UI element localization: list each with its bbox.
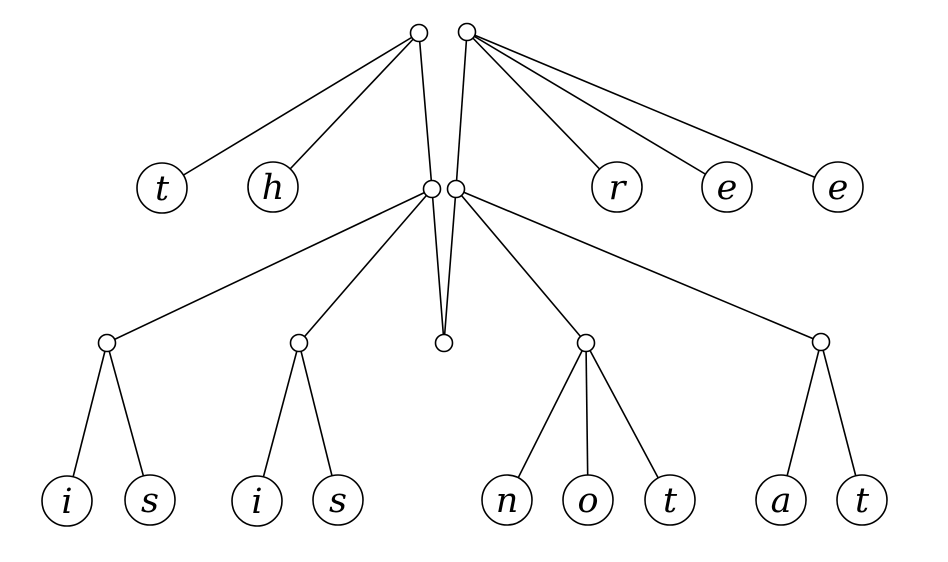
node-mid-left [422,179,442,199]
node-label-leaf-t-1: t [155,169,170,209]
node-label-leaf-t-3: t [855,481,870,521]
node-sub-1 [97,333,117,353]
edge-sub-4-leaf-t-3 [820,341,863,501]
edges-layer [66,31,863,502]
node-leaf-h: h [247,161,299,213]
edge-mid-right-sub-mid [443,188,457,344]
node-sub-2 [289,333,309,353]
node-label-leaf-a: a [771,481,792,521]
edge-sub-2-leaf-s-2 [298,342,339,501]
node-leaf-s-2: s [312,474,364,526]
node-leaf-n: n [481,474,533,526]
edge-mid-left-sub-1 [106,188,433,344]
letter-node-circle [562,474,614,526]
internal-node-circle [97,333,117,353]
internal-node-circle [422,179,442,199]
letter-node-circle [312,474,364,526]
letter-node-circle [481,474,533,526]
node-label-leaf-e-2: e [828,168,849,208]
letter-node-circle [41,475,93,527]
letter-node-circle [755,474,807,526]
node-root-left [409,23,429,43]
edge-sub-3-leaf-t-2 [585,342,671,501]
node-label-leaf-t-2: t [663,481,678,521]
node-leaf-t-2: t [644,474,696,526]
internal-node-circle [811,332,831,352]
letter-node-circle [136,162,188,214]
node-label-leaf-s-2: s [329,481,347,521]
node-label-leaf-n: n [496,481,519,521]
node-mid-right [446,179,466,199]
nodes-layer: t h r e e i s i s n o t a t [41,22,888,527]
letter-node-circle [247,161,299,213]
internal-node-circle [409,23,429,43]
letter-node-circle [231,475,283,527]
edge-mid-right-sub-4 [455,188,822,343]
letter-node-circle [124,474,176,526]
node-label-leaf-e-1: e [717,168,738,208]
letter-node-circle [701,161,753,213]
internal-node-circle [446,179,466,199]
node-sub-3 [576,333,596,353]
node-label-leaf-o: o [577,481,598,521]
letter-node-circle [836,474,888,526]
edge-sub-4-leaf-a [780,341,822,501]
edge-mid-left-sub-mid [431,188,445,344]
node-leaf-a: a [755,474,807,526]
node-leaf-i-2: i [231,475,283,527]
edge-root-left-mid-left [418,32,433,190]
node-sub-4 [811,332,831,352]
internal-node-circle [434,333,454,353]
internal-node-circle [457,22,477,42]
node-leaf-o: o [562,474,614,526]
edge-root-left-leaf-t-1 [161,32,420,189]
edge-root-right-mid-right [455,31,468,190]
letter-node-circle [591,161,643,213]
edge-root-right-leaf-e-2 [466,31,839,188]
edge-mid-right-sub-3 [455,188,587,344]
letter-node-circle [644,474,696,526]
edge-root-left-leaf-h [272,32,420,188]
node-root-right [457,22,477,42]
edge-root-right-leaf-r [466,31,618,188]
edge-sub-1-leaf-s-1 [106,342,151,501]
node-label-leaf-s-1: s [141,481,159,521]
edge-sub-3-leaf-o [585,342,589,501]
node-leaf-r: r [591,161,643,213]
edge-sub-1-leaf-i-1 [66,342,108,502]
node-label-leaf-i-2: i [251,482,262,522]
node-leaf-e-2: e [812,161,864,213]
edge-root-right-leaf-e-1 [466,31,728,188]
node-leaf-s-1: s [124,474,176,526]
node-leaf-i-1: i [41,475,93,527]
edge-mid-left-sub-2 [298,188,433,344]
edge-sub-3-leaf-n [506,342,587,501]
internal-node-circle [576,333,596,353]
node-label-leaf-i-1: i [61,482,72,522]
internal-node-circle [289,333,309,353]
node-leaf-t-1: t [136,162,188,214]
edge-sub-2-leaf-i-2 [256,342,300,502]
node-sub-mid [434,333,454,353]
node-leaf-t-3: t [836,474,888,526]
node-label-leaf-r: r [609,168,628,208]
node-leaf-e-1: e [701,161,753,213]
node-label-leaf-h: h [262,168,285,208]
letter-node-circle [812,161,864,213]
